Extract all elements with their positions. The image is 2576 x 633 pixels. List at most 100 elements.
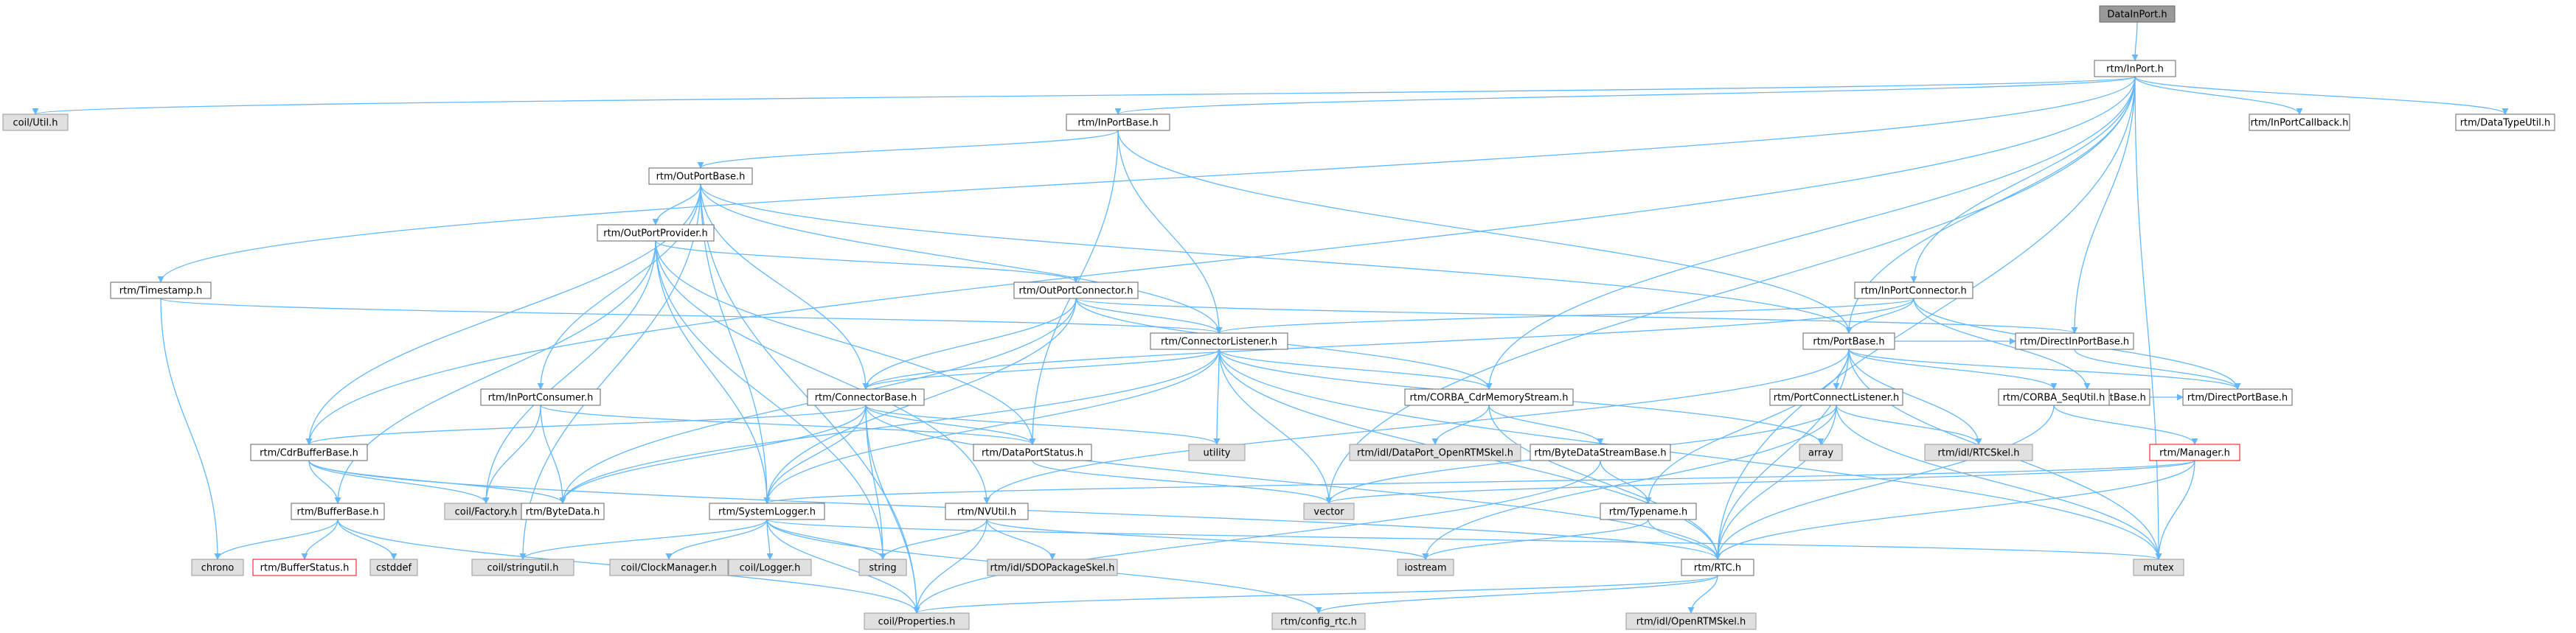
node-rtm-systemlogger-h[interactable]: rtm/SystemLogger.h <box>709 503 825 520</box>
node-box <box>2182 388 2293 406</box>
node-label: rtm/DataPortStatus.h <box>982 448 1083 459</box>
node-label: rtm/ConnectorListener.h <box>1161 337 1277 348</box>
node-rtm-dataportstatus-h[interactable]: rtm/DataPortStatus.h <box>973 444 1092 461</box>
edge-corbasequtil-to-rtc <box>1714 405 2055 560</box>
node-rtm-manager-h[interactable]: rtm/Manager.h <box>2149 444 2240 461</box>
edge-portconnectlistener-to-mutex <box>1836 405 2162 560</box>
node-box <box>471 559 574 576</box>
node-rtm-datatypeutil-h[interactable]: rtm/DataTypeUtil.h <box>2455 113 2555 131</box>
node-rtm-bufferbase-h[interactable]: rtm/BufferBase.h <box>291 503 385 520</box>
edge-connectorbase-to-cdrbufferbase <box>305 405 867 445</box>
node-rtm-connectorlistener-h[interactable]: rtm/ConnectorListener.h <box>1150 332 1288 350</box>
node-box <box>110 281 212 299</box>
node-rtm-portbase-h[interactable]: rtm/PortBase.h <box>1802 332 1895 350</box>
node-rtm-corba-cdrmemorystream-h[interactable]: rtm/CORBA_CdrMemoryStream.h <box>1404 388 1574 406</box>
edge-inportconnector-to-portbase <box>1845 298 1914 334</box>
node-label: rtm/InPortConnector.h <box>1861 286 1967 297</box>
edge-manager-to-vector <box>1325 460 2195 504</box>
edge-outportprovider-to-nvutil <box>655 240 990 504</box>
node-label: rtm/CORBA_SeqUtil.h <box>2003 393 2105 404</box>
node-box <box>1303 503 1355 520</box>
edge-bufferbase-to-chrono <box>214 519 339 560</box>
node-box <box>191 559 244 576</box>
node-box <box>1854 281 1973 299</box>
node-box <box>2 113 69 131</box>
node-label: rtm/BufferStatus.h <box>260 563 350 574</box>
edge-inportbase-to-outportbase <box>697 130 1119 169</box>
node-box <box>291 503 385 520</box>
node-box <box>1013 281 1139 299</box>
edge-connectorlistener-to-connectorbase <box>862 349 1220 390</box>
node-vector: vector <box>1303 503 1355 520</box>
edge-cdrbufferbase-to-coilfactory <box>308 460 490 504</box>
node-rtm-bytedatastreambase-h[interactable]: rtm/ByteDataStreamBase.h <box>1530 444 1671 461</box>
edge-connectorbase-to-bytedata <box>559 405 867 504</box>
edge-bytedatastreambase-to-typename <box>1600 460 1652 504</box>
node-datainport-h[interactable]: DataInPort.h <box>2099 5 2176 23</box>
edge-inport-to-directinportbase <box>2071 76 2136 334</box>
edge-inportconsumer-to-dataportstatus <box>540 405 1036 445</box>
node-label: coil/stringutil.h <box>487 563 559 574</box>
node-rtm-inportcallback-h[interactable]: rtm/InPortCallback.h <box>2249 113 2350 131</box>
node-label: rtm/idl/OpenRTMSkel.h <box>1636 617 1746 628</box>
node-array: array <box>1799 444 1843 461</box>
node-rtm-outportprovider-h[interactable]: rtm/OutPortProvider.h <box>597 224 715 242</box>
edge-nvutil-to-iostream <box>986 519 1429 560</box>
edge-outportprovider-to-bufferbase <box>334 240 656 504</box>
node-label: rtm/idl/SDOPackageSkel.h <box>990 563 1114 574</box>
node-rtm-inportbase-h[interactable]: rtm/InPortBase.h <box>1066 113 1170 131</box>
node-rtm-inport-h[interactable]: rtm/InPort.h <box>2094 60 2176 77</box>
node-box <box>252 559 357 576</box>
edge-portbase-to-idlrtcskel <box>1848 349 1982 445</box>
node-label: rtm/InPortCallback.h <box>2251 118 2349 129</box>
edge-datainport-to-inport <box>2131 21 2139 61</box>
node-label: rtm/BufferBase.h <box>297 507 379 518</box>
node-rtm-bufferstatus-h[interactable]: rtm/BufferStatus.h <box>252 559 357 576</box>
node-label: array <box>1808 448 1833 459</box>
node-label: mutex <box>2143 563 2174 574</box>
edge-corbacdr-to-rtc <box>1488 405 1721 560</box>
node-label: coil/ClockManager.h <box>621 563 717 574</box>
node-coil-clockmanager-h: coil/ClockManager.h <box>609 559 729 576</box>
edge-typename-to-iostream <box>1422 519 1649 560</box>
edge-manager-to-mutex <box>2155 460 2195 560</box>
node-rtm-portconnectlistener-h[interactable]: rtm/PortConnectListener.h <box>1769 388 1903 406</box>
node-rtm-outportbase-h[interactable]: rtm/OutPortBase.h <box>648 167 753 185</box>
node-rtm-rtc-h[interactable]: rtm/RTC.h <box>1681 559 1754 576</box>
edge-inportconnector-to-connectorlistener <box>1215 298 1914 334</box>
node-rtm-outportconnector-h[interactable]: rtm/OutPortConnector.h <box>1013 281 1139 299</box>
node-label: rtm/PortConnectListener.h <box>1774 393 1900 404</box>
node-label: rtm/ConnectorBase.h <box>815 393 917 404</box>
edge-inportbase-to-connectorlistener <box>1117 130 1223 334</box>
edge-nvutil-to-coilproperties <box>913 519 987 614</box>
node-rtm-cdrbufferbase-h[interactable]: rtm/CdrBufferBase.h <box>250 444 368 461</box>
node-label: rtm/Manager.h <box>2159 448 2230 459</box>
edge-inport-to-inportbase <box>1114 76 2136 115</box>
node-label: rtm/CORBA_CdrMemoryStream.h <box>1409 393 1568 404</box>
node-rtm-nvutil-h[interactable]: rtm/NVUtil.h <box>945 503 1029 520</box>
node-rtm-timestamp-h[interactable]: rtm/Timestamp.h <box>110 281 212 299</box>
edge-manager-to-rtc <box>1714 460 2195 560</box>
node-string: string <box>858 559 907 576</box>
node-box <box>597 224 715 242</box>
node-box <box>1998 388 2110 406</box>
edge-inport-to-timestamp <box>157 76 2136 283</box>
node-rtm-bytedata-h[interactable]: rtm/ByteData.h <box>521 503 605 520</box>
node-rtm-directinportbase-h[interactable]: rtm/DirectInPortBase.h <box>2015 332 2134 350</box>
node-box <box>2133 559 2184 576</box>
node-rtm-corba-sequtil-h[interactable]: rtm/CORBA_SeqUtil.h <box>1998 388 2110 406</box>
node-rtm-typename-h[interactable]: rtm/Typename.h <box>1600 503 1697 520</box>
edge-dataportstatus-to-vector <box>1032 460 1333 504</box>
node-label: rtm/CdrBufferBase.h <box>260 448 358 459</box>
node-rtm-connectorbase-h[interactable]: rtm/ConnectorBase.h <box>807 388 925 406</box>
node-rtm-inportconsumer-h[interactable]: rtm/InPortConsumer.h <box>480 388 601 406</box>
edge-systemlogger-to-string <box>766 519 886 560</box>
node-box <box>807 388 925 406</box>
node-rtm-directportbase-h[interactable]: rtm/DirectPortBase.h <box>2182 388 2293 406</box>
node-box <box>369 559 418 576</box>
node-label: coil/Properties.h <box>878 617 956 628</box>
node-label: utility <box>1204 448 1231 459</box>
edge-cdrbufferbase-to-bufferbase <box>308 460 341 504</box>
node-cstddef: cstddef <box>369 559 418 576</box>
node-rtm-inportconnector-h[interactable]: rtm/InPortConnector.h <box>1854 281 1973 299</box>
